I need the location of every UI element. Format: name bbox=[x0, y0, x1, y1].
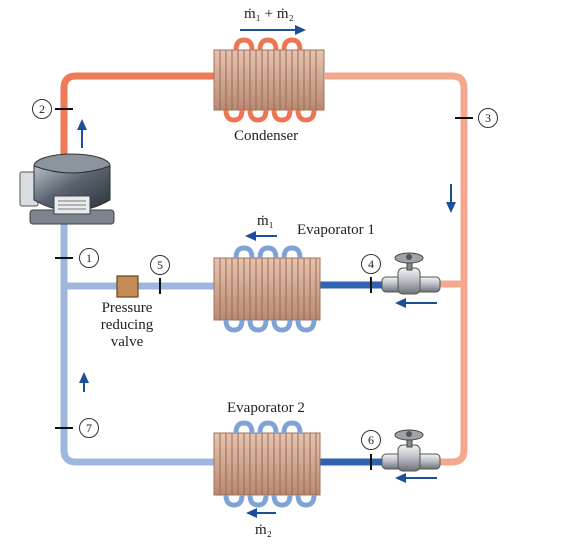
expansion-valve-2 bbox=[381, 429, 441, 472]
state-marker-6: 6 bbox=[361, 430, 381, 450]
evap1-flow-label: ṁ₁ bbox=[257, 213, 274, 229]
arrow-suction-up bbox=[79, 372, 89, 392]
prv-label-line-1: Pressure bbox=[101, 300, 153, 316]
pressure-reducing-valve-label: Pressure reducing valve bbox=[92, 300, 162, 351]
pressure-reducing-valve bbox=[116, 275, 139, 298]
state-marker-3: 3 bbox=[478, 108, 498, 128]
pipe-condenser-out bbox=[325, 72, 468, 284]
arrow-condenser-out-down bbox=[446, 184, 456, 213]
prv-label-line-2: reducing bbox=[100, 317, 154, 333]
compressor bbox=[19, 153, 115, 225]
pipe-suction bbox=[60, 215, 215, 466]
state-marker-4: 4 bbox=[361, 254, 381, 274]
pipe-liquid-to-evap2 bbox=[440, 284, 468, 466]
condenser-label: Condenser bbox=[234, 128, 299, 144]
arrow-valve2-in bbox=[395, 473, 437, 483]
state-marker-5: 5 bbox=[150, 255, 170, 275]
state-marker-7: 7 bbox=[79, 418, 99, 438]
condenser-coil bbox=[213, 37, 325, 123]
arrow-evap1-flow bbox=[245, 231, 277, 241]
evaporator-1-label: Evaporator 1 bbox=[297, 222, 375, 238]
total-flow-label: ṁ₁ + ṁ₂ bbox=[244, 6, 294, 22]
evaporator-2-label: Evaporator 2 bbox=[227, 400, 305, 416]
evaporator-1-coil bbox=[213, 245, 321, 333]
expansion-valve-1 bbox=[381, 252, 441, 295]
arrow-valve1-in bbox=[395, 298, 437, 308]
evap2-flow-label: ṁ₂ bbox=[255, 522, 272, 538]
prv-label-line-3: valve bbox=[110, 334, 144, 350]
state-marker-1: 1 bbox=[79, 248, 99, 268]
state-marker-2: 2 bbox=[32, 99, 52, 119]
arrow-discharge-up bbox=[77, 119, 87, 148]
arrow-evap2-flow bbox=[246, 508, 276, 518]
pipe-discharge bbox=[60, 72, 215, 178]
evaporator-2-coil bbox=[213, 420, 321, 508]
arrow-total-flow bbox=[240, 25, 306, 35]
